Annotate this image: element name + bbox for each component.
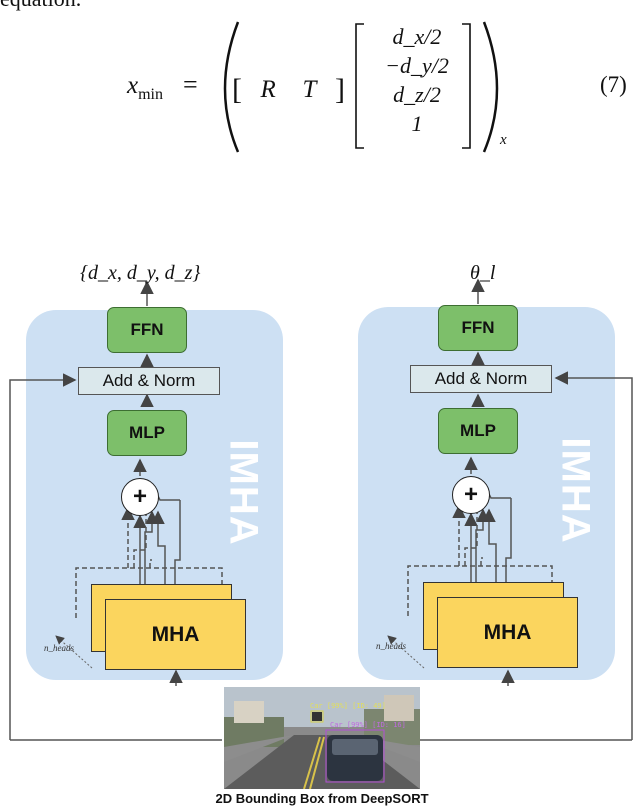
right-nheads-label: n_heads xyxy=(376,641,406,651)
deepsort-caption: 2D Bounding Box from DeepSORT xyxy=(215,791,429,806)
equation-equals: = xyxy=(183,70,198,99)
rotation-translation-matrix: [ R T ] xyxy=(232,73,347,106)
bbox-label-1: Car [99%] [ID: 49] xyxy=(310,702,386,710)
imha-architecture-diagram: {d_x, d_y, d_z} θ_l FFN Add & Norm MLP +… xyxy=(0,250,640,809)
vec-row-1: d_x/2 xyxy=(392,24,442,49)
left-mlp-block: MLP xyxy=(107,410,187,456)
right-ffn-block: FFN xyxy=(438,305,518,351)
left-output-label: {d_x, d_y, d_z} xyxy=(80,262,201,284)
left-mha-block: MHA xyxy=(105,599,246,670)
diagram-connectors xyxy=(9,278,633,741)
vec-row-2: −d_y/2 xyxy=(385,53,449,78)
left-add-norm-block: Add & Norm xyxy=(78,367,220,395)
left-sum-node: + xyxy=(121,478,159,516)
equation-number: (7) xyxy=(600,72,627,97)
equation-7: xmin = [ R T ] d_x/2 −d_y/2 d_z/2 1 x (7… xyxy=(0,0,640,180)
equation-lead-text: equation. xyxy=(0,0,81,12)
equation-outer-subscript: x xyxy=(500,132,507,148)
right-mlp-block: MLP xyxy=(438,408,518,454)
left-ffn-block: FFN xyxy=(107,307,187,353)
right-mha-block: MHA xyxy=(437,597,578,668)
street-scene-illustration: Car [99%] [ID: 49] Car [99%] [ID: 16] xyxy=(224,687,420,789)
vec-row-3: d_z/2 xyxy=(393,82,441,107)
right-sum-node: + xyxy=(452,476,490,514)
deepsort-frame-image: Car [99%] [ID: 49] Car [99%] [ID: 16] xyxy=(224,687,420,789)
equation-lhs: xmin xyxy=(127,72,163,103)
right-add-norm-block: Add & Norm xyxy=(410,365,552,393)
left-imha-label: IMHA xyxy=(221,439,266,546)
bbox-label-2: Car [99%] [ID: 16] xyxy=(330,721,406,729)
right-imha-label: IMHA xyxy=(553,437,598,544)
vec-row-4: 1 xyxy=(411,111,423,136)
dimension-vector: d_x/2 −d_y/2 d_z/2 1 xyxy=(375,22,459,138)
equation-brackets xyxy=(223,21,499,153)
left-nheads-label: n_heads xyxy=(44,643,74,653)
right-output-label: θ_l xyxy=(470,262,496,284)
